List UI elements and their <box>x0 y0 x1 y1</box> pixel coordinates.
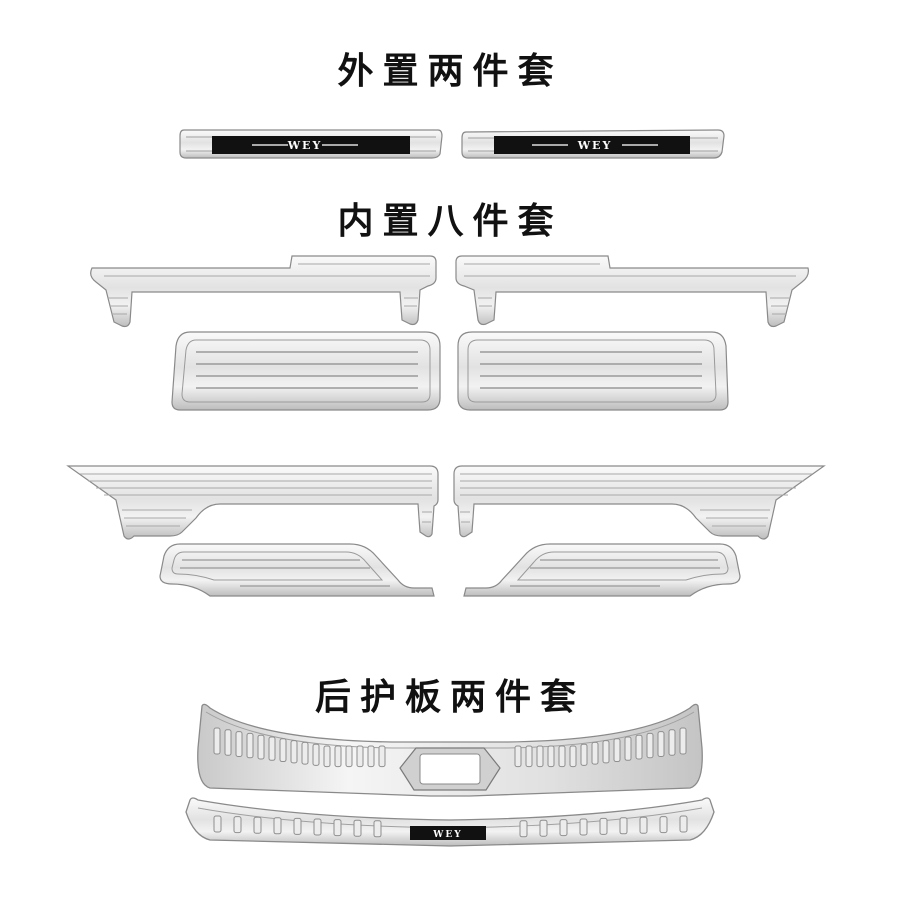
guard-rib <box>323 745 331 768</box>
guard-rib <box>224 729 232 756</box>
guard-rib <box>558 745 566 768</box>
guard-rib <box>345 745 353 768</box>
bumper-slot <box>253 816 262 834</box>
guard-rib <box>657 731 665 758</box>
guard-rib <box>591 741 599 765</box>
guard-rib <box>602 740 610 764</box>
inner-rear-upper-strip-right <box>453 465 826 540</box>
rear-kit-title: 后护板两件套 <box>314 677 585 718</box>
outer-kit-title: 外置两件套 <box>337 51 563 92</box>
guard-rib <box>635 734 643 760</box>
guard-rib <box>613 738 621 763</box>
guard-rib <box>514 745 522 768</box>
inner-rear-upper-strip-left <box>66 465 439 540</box>
guard-rib <box>257 734 265 760</box>
bumper-slot <box>519 820 528 838</box>
guard-rib <box>668 729 676 756</box>
bumper-slot <box>639 816 648 834</box>
guard-rib <box>290 740 298 764</box>
guard-rib <box>547 745 555 768</box>
bumper-slot <box>539 819 548 837</box>
guard-rib <box>356 745 364 768</box>
guard-rib <box>367 745 375 768</box>
bumper-slot <box>273 817 282 835</box>
bumper-slot <box>619 817 628 835</box>
rear-trunk-guard-plate <box>197 703 703 797</box>
bumper-slot <box>679 815 688 833</box>
rear-bumper-badge: WEY <box>432 830 462 840</box>
inner-kit-title: 内置八件套 <box>337 201 563 242</box>
bumper-slot <box>373 820 382 838</box>
guard-rib <box>580 743 588 766</box>
inner-rear-step-plate-right <box>463 543 741 597</box>
outer-right-badge: WEY <box>577 139 613 152</box>
outer-left-badge: WEY <box>287 139 323 152</box>
guard-rib <box>536 745 544 768</box>
bumper-slot <box>353 819 362 837</box>
guard-rib <box>279 738 287 763</box>
inner-front-step-plate-left <box>171 331 441 411</box>
bumper-slot <box>333 819 342 837</box>
guard-rib <box>268 736 276 761</box>
bumper-slot <box>579 818 588 836</box>
bumper-slot <box>559 819 568 837</box>
bumper-slot <box>313 818 322 836</box>
guard-rib <box>378 745 386 768</box>
outer-sill-plate-right: WEY <box>461 129 725 159</box>
outer-sill-plate-left: WEY <box>179 129 443 159</box>
trunk-guard-ribs-right <box>514 727 687 768</box>
guard-rib <box>624 736 632 761</box>
guard-rib <box>646 732 654 759</box>
rear-bumper-strip: WEY <box>185 797 715 847</box>
trunk-guard-ribs-left <box>213 727 386 768</box>
inner-front-upper-strip-left <box>90 255 437 328</box>
guard-rib <box>246 732 254 759</box>
bumper-slot <box>599 817 608 835</box>
bumper-strip-slots <box>213 815 688 838</box>
guard-rib <box>235 731 243 758</box>
bumper-slot <box>213 815 222 833</box>
guard-rib <box>301 741 309 765</box>
inner-front-upper-strip-right <box>455 255 809 328</box>
bumper-slot <box>233 816 242 834</box>
bumper-slot <box>659 816 668 834</box>
guard-rib <box>334 745 342 768</box>
guard-rib <box>312 743 320 766</box>
guard-rib <box>213 727 221 755</box>
guard-rib <box>525 745 533 768</box>
bumper-slot <box>293 817 302 835</box>
inner-front-step-plate-right <box>457 331 729 411</box>
guard-rib <box>569 745 577 768</box>
guard-rib <box>679 727 687 755</box>
inner-rear-step-plate-left <box>159 543 435 597</box>
